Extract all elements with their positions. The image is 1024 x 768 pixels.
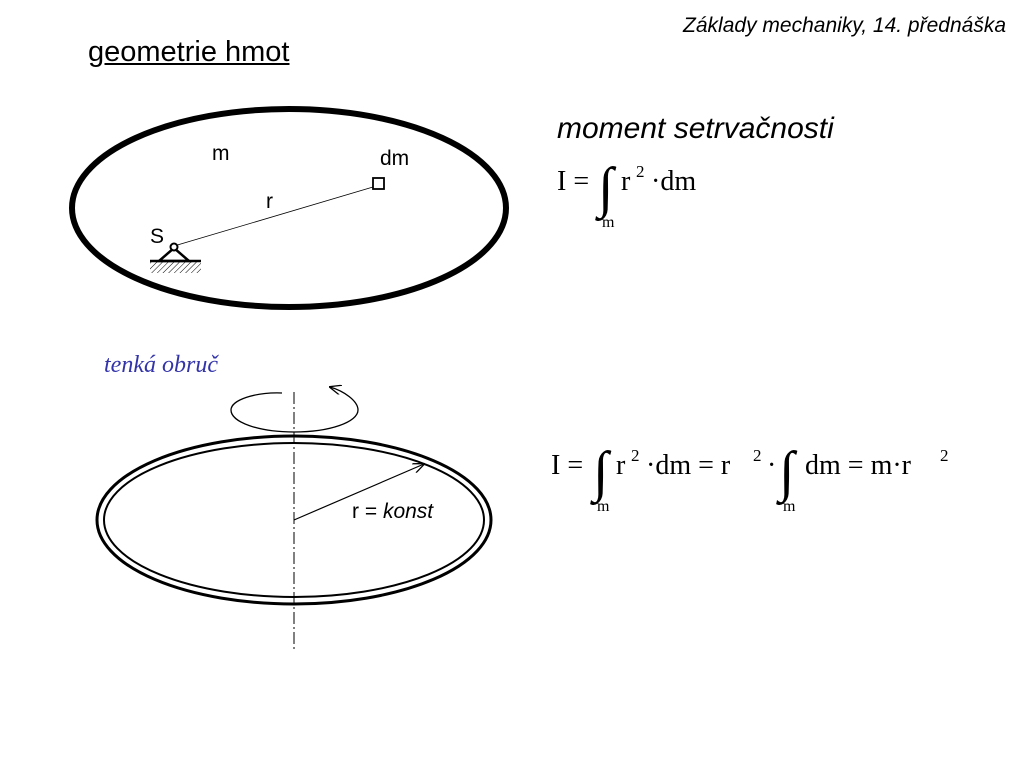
pin-support-icon [150,242,201,273]
formula2-lower-limit-b: m [783,498,796,515]
formula1-lower-limit: m [602,214,615,231]
page-title: geometrie hmot [88,36,290,68]
formula2-part1-base: r [616,450,626,481]
formula2-part2-dot: · [767,450,777,481]
formula2-part3-exponent: 2 [940,446,949,465]
formula2-lhs: I = [551,450,584,481]
course-header: Základy mechaniky, 14. přednáška [683,14,1006,37]
body-outline [69,106,509,310]
formula1-exponent: 2 [636,162,645,181]
integral-sign-1: ∫ [595,157,617,222]
formula1-integrand: r [621,166,631,197]
integral-sign-2a: ∫ [590,441,612,506]
formula2-part3: dm = m·r [805,450,911,481]
radius-label: r [266,190,273,213]
formula2-part1-exponent: 2 [631,446,640,465]
hoop-radius-label: r = konst [352,500,434,523]
formula2-part2-exponent: 2 [753,446,762,465]
formula2-lower-limit-a: m [597,498,610,515]
element-label: dm [380,147,410,170]
mass-element-square [372,177,385,190]
mass-label: m [212,142,230,165]
formula1-lhs: I = [557,166,590,197]
radius-line [173,186,374,247]
center-label: S [150,225,165,248]
integral-sign-2b: ∫ [776,441,798,506]
hoop-radius-arrow [293,464,424,521]
formula2-part1-rest: ·dm = r [646,450,731,481]
hoop-title: tenká obruč [104,352,218,378]
section-subtitle: moment setrvačnosti [557,112,834,145]
formula1-rest: ·dm [651,166,697,197]
